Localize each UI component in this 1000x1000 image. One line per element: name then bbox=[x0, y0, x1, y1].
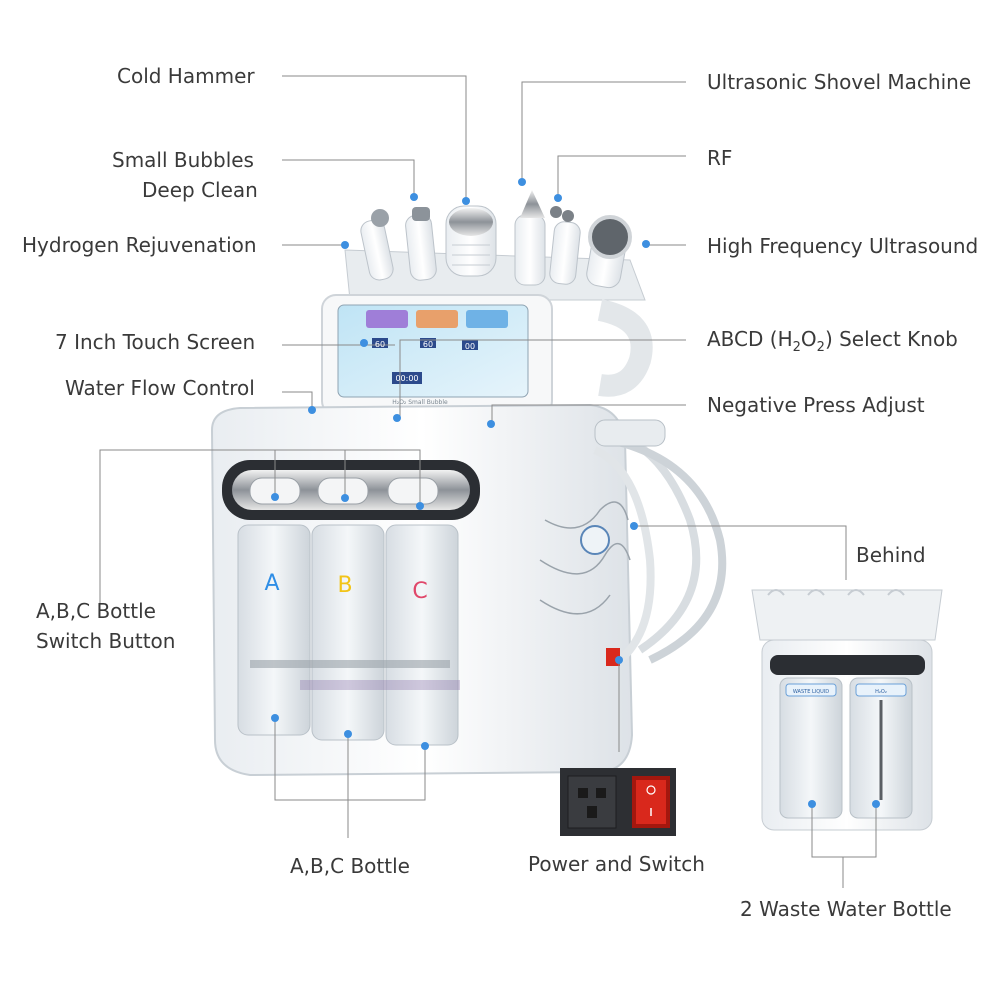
abcd-pre: ABCD (H bbox=[707, 327, 793, 351]
rf-handpiece bbox=[549, 206, 581, 285]
screen-value-1: 60 bbox=[375, 340, 385, 349]
hydrogen-handpiece bbox=[360, 209, 394, 281]
indicator-dots bbox=[271, 178, 880, 808]
cold-hammer-handpiece bbox=[445, 205, 497, 277]
label-small-bubbles-line1: Small Bubbles bbox=[112, 148, 254, 172]
abcd-mid: O bbox=[800, 327, 817, 351]
label-waste-water: 2 Waste Water Bottle bbox=[740, 897, 952, 921]
abcd-sub1: 2 bbox=[792, 340, 801, 355]
power-switch-module bbox=[560, 768, 676, 836]
bottle-b-letter: B bbox=[337, 573, 352, 598]
leader-lines bbox=[99, 75, 877, 888]
switch-bar bbox=[222, 460, 480, 520]
label-power-switch: Power and Switch bbox=[528, 852, 705, 876]
label-negative-press: Negative Press Adjust bbox=[707, 393, 925, 417]
label-behind: Behind bbox=[856, 543, 926, 567]
label-abcd-knob: ABCD (H2O2) Select Knob bbox=[707, 324, 958, 363]
label-abc-switch-line1: A,B,C Bottle bbox=[36, 599, 156, 623]
bottle-a-letter: A bbox=[264, 571, 279, 596]
screen-timer: 00:00 bbox=[395, 374, 418, 383]
screen-value-3: 00 bbox=[465, 342, 475, 351]
abcd-sub2: 2 bbox=[816, 340, 825, 355]
label-water-flow: Water Flow Control bbox=[65, 376, 255, 400]
touch-screen bbox=[321, 294, 553, 416]
waste-liquid-label: WASTE LIQUID bbox=[793, 689, 829, 695]
screen-value-2: 60 bbox=[423, 340, 433, 349]
bottle-c bbox=[385, 524, 459, 746]
label-hydrogen-rejuvenation: Hydrogen Rejuvenation bbox=[22, 233, 257, 257]
hf-ultrasound-handpiece bbox=[586, 215, 632, 289]
label-ultrasonic-shovel: Ultrasonic Shovel Machine bbox=[707, 70, 972, 94]
bottle-a bbox=[237, 524, 311, 736]
screen-title: H₂O₂ Small Bubble bbox=[392, 399, 448, 406]
small-bubbles-handpiece bbox=[405, 207, 437, 281]
label-small-bubbles-line2: Deep Clean bbox=[142, 178, 258, 202]
bottle-c-letter: C bbox=[412, 579, 427, 604]
h2o2-bottle-label: H₂O₂ bbox=[875, 689, 887, 695]
behind-unit bbox=[751, 589, 943, 831]
label-cold-hammer: Cold Hammer bbox=[117, 64, 255, 88]
bottle-b bbox=[311, 524, 385, 741]
label-hf-ultrasound: High Frequency Ultrasound bbox=[707, 234, 979, 258]
label-abc-bottle: A,B,C Bottle bbox=[290, 854, 410, 878]
label-abc-switch-line2: Switch Button bbox=[36, 629, 176, 653]
label-rf: RF bbox=[707, 146, 733, 170]
abcd-post: ) Select Knob bbox=[824, 327, 958, 351]
label-touch-screen: 7 Inch Touch Screen bbox=[55, 330, 256, 354]
ultrasonic-shovel-handpiece bbox=[514, 190, 546, 286]
